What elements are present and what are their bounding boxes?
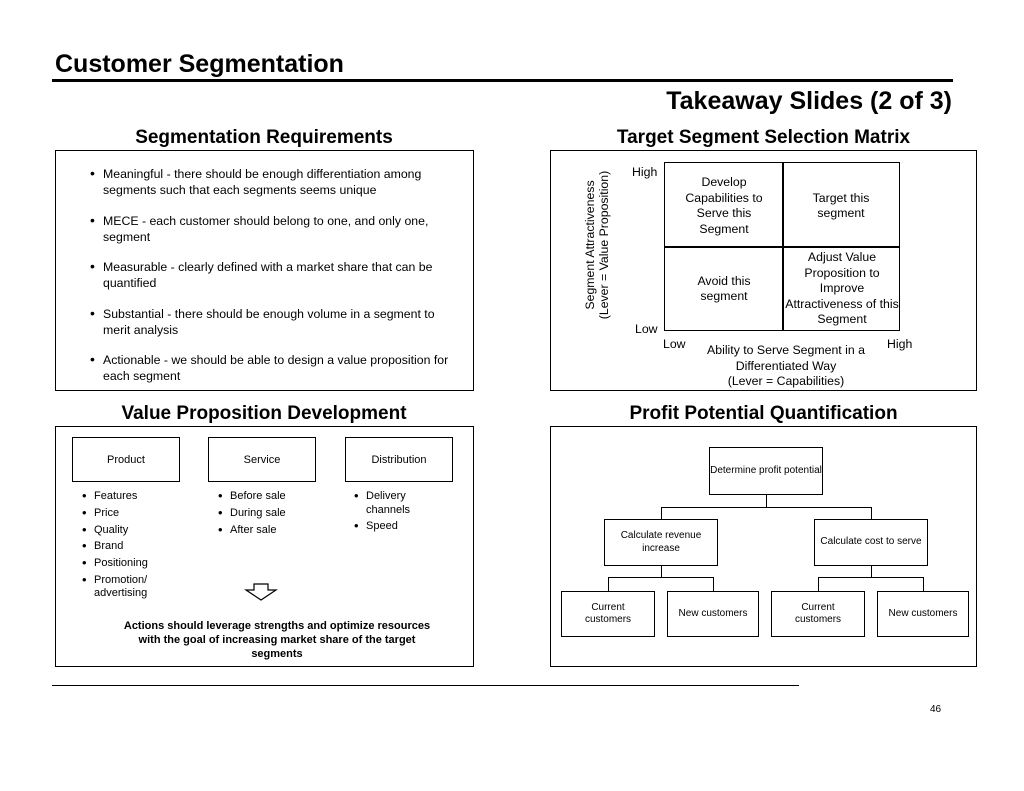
matrix-grid: Develop Capabilities to Serve this Segme…	[664, 162, 900, 331]
tree-connector	[818, 577, 924, 578]
matrix-cell-bottom-right: Adjust Value Proposition to Improve Attr…	[785, 250, 899, 327]
footer-rule	[52, 685, 799, 686]
matrix-cell-top-right: Target this segment	[812, 190, 870, 221]
service-item: After sale	[218, 523, 318, 538]
matrix-panel: Segment Attractiveness (Lever = Value Pr…	[550, 150, 977, 391]
x-axis-label-line2: Differentiated Way	[735, 358, 837, 373]
requirements-panel: Meaningful - there should be enough diff…	[55, 150, 474, 391]
product-item: Promotion/ advertising	[82, 573, 156, 601]
x-axis-high: High	[887, 337, 913, 351]
matrix-cell-top-left: Develop Capabilities to Serve this Segme…	[685, 175, 763, 236]
profit-panel: Determine profit potential Calculate rev…	[550, 426, 977, 667]
distribution-item: Delivery channels	[354, 489, 424, 517]
revenue-new-customers-box: New customers	[667, 591, 759, 637]
requirement-item: Measurable - clearly defined with a mark…	[90, 258, 452, 291]
tree-connector	[608, 577, 714, 578]
page-number: 46	[930, 704, 942, 715]
service-item: During sale	[218, 506, 318, 521]
cost-box: Calculate cost to serve	[814, 519, 928, 566]
service-box: Service	[208, 437, 316, 482]
distribution-list: Delivery channels Speed	[354, 489, 424, 537]
product-list: Features Price Quality Brand Positioning…	[82, 489, 182, 604]
service-list: Before sale During sale After sale	[218, 489, 318, 540]
value-prop-conclusion: Actions should leverage strengths and op…	[123, 620, 431, 660]
matrix-cell-bottom-left: Avoid this segment	[697, 273, 751, 304]
product-item: Features	[82, 489, 182, 504]
tree-connector	[871, 566, 872, 577]
x-axis-label-line3: (Lever = Capabilities)	[727, 374, 845, 388]
product-box: Product	[72, 437, 180, 482]
tree-connector	[661, 507, 662, 519]
cost-current-customers-box: Current customers	[771, 591, 865, 637]
title-underline	[52, 79, 953, 82]
tree-connector	[818, 577, 819, 591]
matrix-y-axis-label: Segment Attractiveness (Lever = Value Pr…	[583, 156, 611, 334]
requirements-list: Meaningful - there should be enough diff…	[90, 165, 452, 399]
y-axis-high: High	[632, 165, 658, 179]
value-prop-heading: Value Proposition Development	[121, 403, 407, 424]
profit-heading: Profit Potential Quantification	[629, 403, 898, 424]
page-title: Customer Segmentation	[55, 50, 344, 78]
tree-connector	[766, 495, 767, 507]
x-axis-label-line1: Ability to Serve Segment in a	[707, 343, 865, 357]
matrix-divider-horizontal	[665, 246, 899, 248]
revenue-box: Calculate revenue increase	[604, 519, 718, 566]
y-axis-label-line2: (Lever = Value Proposition)	[597, 170, 611, 320]
value-prop-panel: Product Service Distribution Features Pr…	[55, 426, 474, 667]
tree-connector	[661, 566, 662, 577]
requirements-heading: Segmentation Requirements	[135, 127, 393, 148]
distribution-item: Speed	[354, 519, 424, 534]
product-item: Positioning	[82, 556, 182, 571]
tree-connector	[713, 577, 714, 591]
distribution-box: Distribution	[345, 437, 453, 482]
y-axis-label-line1: Segment Attractiveness	[583, 180, 597, 310]
matrix-x-axis-label: Ability to Serve Segment in a Differenti…	[681, 343, 891, 390]
requirement-item: MECE - each customer should belong to on…	[90, 212, 452, 245]
service-item: Before sale	[218, 489, 318, 504]
y-axis-low: Low	[635, 322, 658, 336]
tree-connector	[661, 507, 872, 508]
tree-connector	[608, 577, 609, 591]
tree-connector	[923, 577, 924, 591]
product-item: Quality	[82, 523, 182, 538]
requirement-item: Meaningful - there should be enough diff…	[90, 165, 452, 198]
product-item: Price	[82, 506, 182, 521]
matrix-heading: Target Segment Selection Matrix	[616, 127, 911, 148]
down-arrow-icon	[244, 583, 278, 601]
requirement-item: Actionable - we should be able to design…	[90, 351, 452, 384]
product-item: Brand	[82, 539, 182, 554]
cost-new-customers-box: New customers	[877, 591, 969, 637]
requirement-item: Substantial - there should be enough vol…	[90, 305, 452, 338]
revenue-current-customers-box: Current customers	[561, 591, 655, 637]
page-subtitle: Takeaway Slides (2 of 3)	[666, 87, 952, 115]
tree-connector	[871, 507, 872, 519]
x-axis-low: Low	[663, 337, 686, 351]
determine-profit-box: Determine profit potential	[709, 447, 823, 495]
